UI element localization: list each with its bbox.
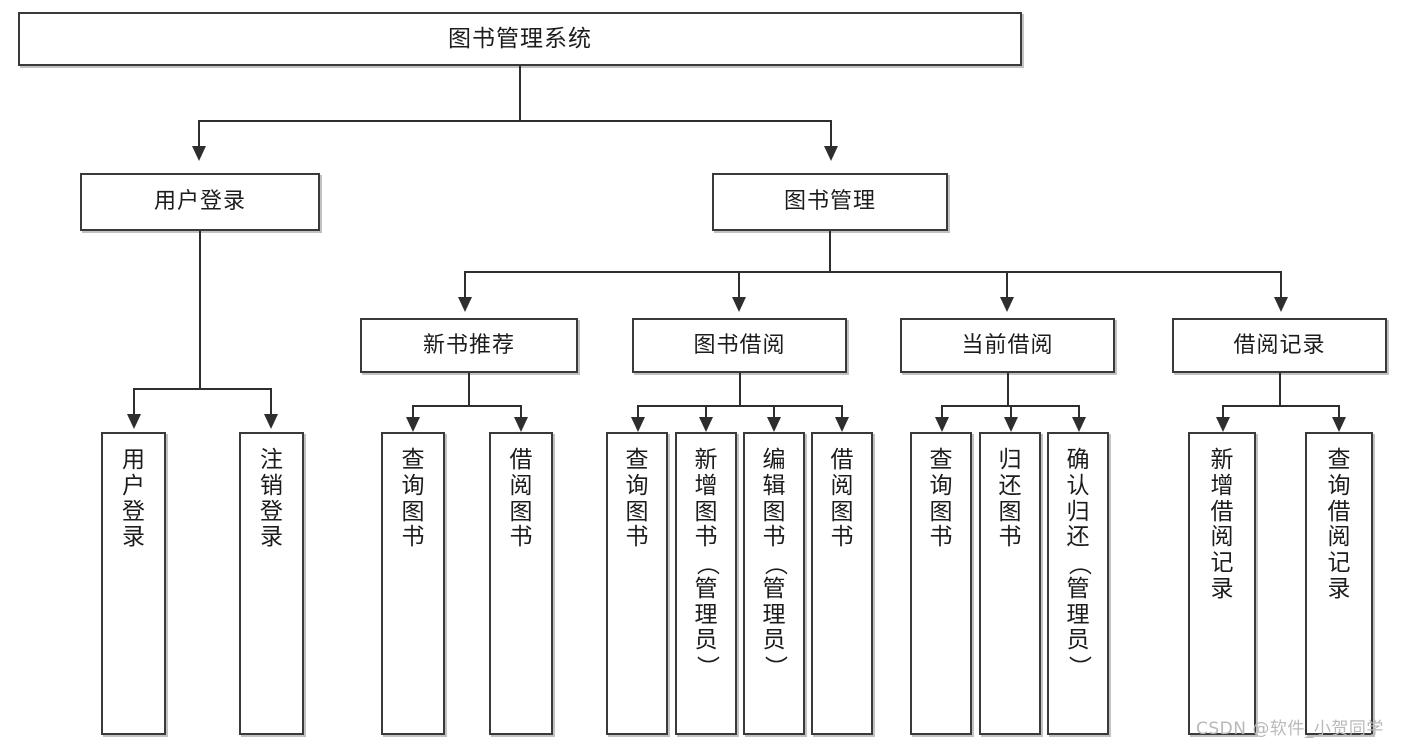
connector-to-user-login — [198, 120, 200, 148]
node-new-book-recommend[interactable]: 新书推荐 — [360, 318, 578, 373]
connector-book-borrow-stem — [739, 373, 741, 405]
connector-user-login-leaf1 — [133, 388, 135, 416]
connector-cb-leaf1 — [941, 405, 943, 419]
leaf-label: 确认归还（管理员） — [1065, 447, 1092, 679]
connector-new-book-bus — [412, 405, 522, 407]
connector-user-login-stem — [199, 231, 201, 388]
arrowhead-cb-leaf3 — [1072, 417, 1086, 432]
leaf-label: 借阅图书 — [509, 447, 533, 551]
arrowhead-new-book — [458, 297, 472, 312]
connector-bb-leaf4 — [841, 405, 843, 419]
connector-bb-leaf1 — [637, 405, 639, 419]
node-book-manage[interactable]: 图书管理 — [712, 173, 948, 231]
connector-borrow-record-bus — [1222, 405, 1340, 407]
node-root-system[interactable]: 图书管理系统 — [18, 12, 1022, 66]
node-borrow-record[interactable]: 借阅记录 — [1172, 318, 1387, 373]
leaf-user-login[interactable]: 用户登录 — [101, 432, 166, 735]
leaf-label: 借阅图书 — [830, 447, 854, 551]
leaf-label: 查询图书 — [401, 447, 425, 551]
arrowhead-leaf-logout — [264, 414, 278, 429]
leaf-label: 新增图书（管理员） — [693, 447, 720, 679]
connector-user-login-bus — [133, 388, 271, 390]
connector-to-borrow-record — [1280, 271, 1282, 299]
leaf-label: 查询图书 — [929, 447, 953, 551]
leaf-return-book[interactable]: 归还图书 — [979, 432, 1041, 735]
arrowhead-nb-leaf1 — [406, 417, 420, 432]
connector-to-new-book — [464, 271, 466, 299]
arrowhead-bb-leaf1 — [631, 417, 645, 432]
node-label: 图书管理 — [783, 189, 876, 214]
connector-bb-leaf2 — [705, 405, 707, 419]
leaf-label: 归还图书 — [998, 447, 1022, 551]
node-label: 图书管理系统 — [448, 25, 592, 52]
leaf-label: 查询借阅记录 — [1327, 447, 1351, 602]
leaf-label: 查询图书 — [625, 447, 649, 551]
leaf-borrow-book-bb[interactable]: 借阅图书 — [811, 432, 873, 735]
connector-root-stem — [519, 66, 521, 120]
arrowhead-book-manage — [824, 146, 838, 161]
leaf-borrow-book-nb[interactable]: 借阅图书 — [489, 432, 553, 735]
connector-new-book-leaf2 — [520, 405, 522, 419]
leaf-add-borrow-record[interactable]: 新增借阅记录 — [1188, 432, 1256, 735]
leaf-query-book-bb[interactable]: 查询图书 — [606, 432, 668, 735]
node-label: 图书借阅 — [693, 332, 786, 358]
leaf-add-book-admin[interactable]: 新增图书（管理员） — [675, 432, 737, 735]
arrowhead-cb-leaf2 — [1004, 417, 1018, 432]
node-label: 借阅记录 — [1233, 332, 1326, 358]
leaf-label: 注销登录 — [260, 447, 283, 551]
arrowhead-bb-leaf2 — [699, 417, 713, 432]
node-label: 当前借阅 — [961, 332, 1054, 358]
csdn-watermark: CSDN @软件_小贺同学 — [1196, 719, 1384, 739]
connector-root-bus — [198, 120, 832, 122]
arrowhead-bb-leaf4 — [835, 417, 849, 432]
arrowhead-borrow-record — [1274, 297, 1288, 312]
leaf-label: 编辑图书（管理员） — [761, 447, 788, 679]
leaf-query-book-nb[interactable]: 查询图书 — [381, 432, 445, 735]
leaf-label: 用户登录 — [122, 447, 145, 551]
node-label: 新书推荐 — [422, 332, 515, 358]
arrowhead-book-borrow — [732, 297, 746, 312]
arrowhead-nb-leaf2 — [514, 417, 528, 432]
arrowhead-current-borrow — [1000, 297, 1014, 312]
leaf-query-borrow-record[interactable]: 查询借阅记录 — [1305, 432, 1373, 735]
connector-new-book-leaf1 — [412, 405, 414, 419]
connector-user-login-leaf2 — [270, 388, 272, 416]
connector-current-borrow-stem — [1007, 373, 1009, 405]
connector-borrow-record-stem — [1279, 373, 1281, 405]
connector-cb-leaf2 — [1010, 405, 1012, 419]
arrowhead-leaf-user-login — [127, 414, 141, 429]
node-current-borrow[interactable]: 当前借阅 — [900, 318, 1115, 373]
node-user-login[interactable]: 用户登录 — [80, 173, 320, 231]
arrowhead-user-login — [192, 146, 206, 161]
leaf-query-book-cb[interactable]: 查询图书 — [910, 432, 972, 735]
connector-bb-leaf3 — [773, 405, 775, 419]
connector-book-manage-bus — [464, 271, 1282, 273]
connector-book-manage-stem — [829, 231, 831, 271]
connector-cb-leaf3 — [1078, 405, 1080, 419]
node-label: 用户登录 — [153, 189, 246, 214]
connector-to-book-manage — [830, 120, 832, 148]
connector-book-borrow-bus — [637, 405, 843, 407]
arrowhead-br-leaf2 — [1332, 417, 1346, 432]
connector-new-book-stem — [468, 373, 470, 405]
arrowhead-bb-leaf3 — [767, 417, 781, 432]
connector-br-leaf2 — [1338, 405, 1340, 419]
connector-br-leaf1 — [1222, 405, 1224, 419]
leaf-confirm-return-admin[interactable]: 确认归还（管理员） — [1047, 432, 1109, 735]
connector-to-book-borrow — [738, 271, 740, 299]
leaf-logout[interactable]: 注销登录 — [239, 432, 304, 735]
leaf-label: 新增借阅记录 — [1210, 447, 1234, 602]
arrowhead-cb-leaf1 — [935, 417, 949, 432]
arrowhead-br-leaf1 — [1216, 417, 1230, 432]
leaf-edit-book-admin[interactable]: 编辑图书（管理员） — [743, 432, 805, 735]
connector-to-current-borrow — [1006, 271, 1008, 299]
node-book-borrow[interactable]: 图书借阅 — [632, 318, 847, 373]
